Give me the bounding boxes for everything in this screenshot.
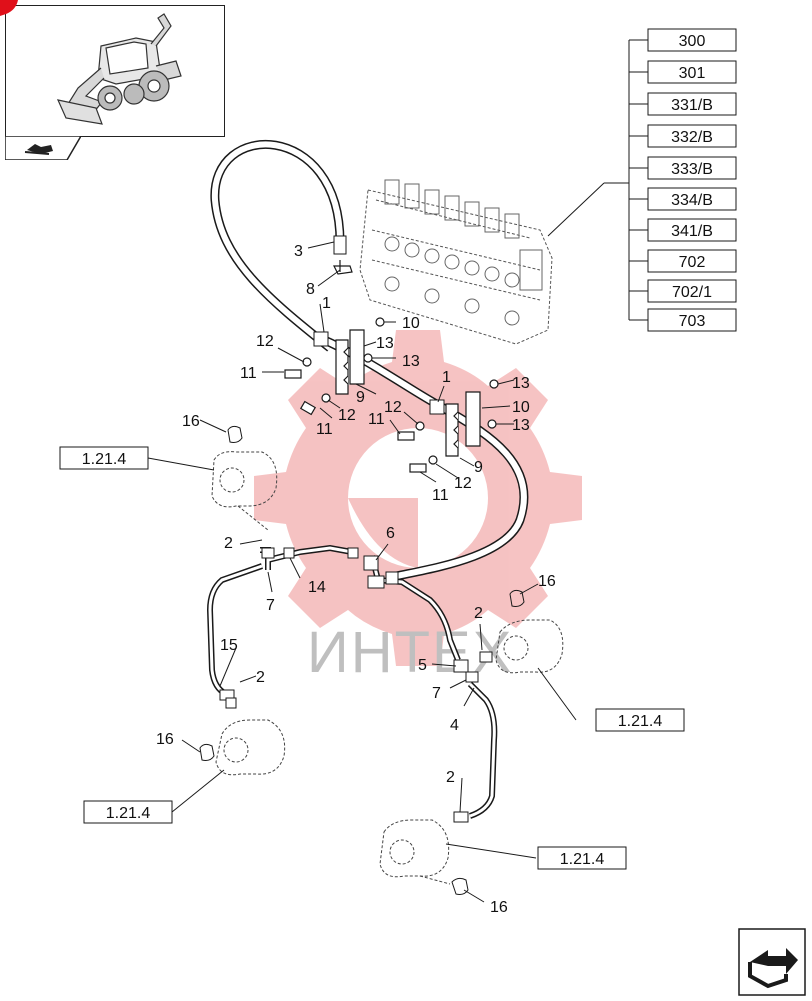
leader-lines <box>147 241 577 903</box>
control-valve-block <box>359 179 553 345</box>
callout-2: 2 <box>474 605 483 622</box>
ref-label: 333/B <box>671 161 713 178</box>
ref-box-334b[interactable]: 334/B <box>647 187 737 211</box>
callout-9: 9 <box>356 389 365 406</box>
cross-ref-label: 1.21.4 <box>106 805 151 822</box>
cylinder-right <box>495 589 564 674</box>
callout-10: 10 <box>402 315 420 332</box>
reference-boxes: 300 301 331/B 332/B 333/B 334/B 341/B 70… <box>647 28 737 332</box>
cross-ref-right[interactable]: 1.21.4 <box>595 708 685 732</box>
ref-box-333b[interactable]: 333/B <box>647 156 737 180</box>
callout-16: 16 <box>156 731 174 748</box>
callout-6: 6 <box>386 525 395 542</box>
hose-3 <box>210 140 353 352</box>
callout-2: 2 <box>446 769 455 786</box>
callouts: 1 1 2 2 2 2 3 4 5 6 7 7 8 9 9 10 10 11 1… <box>156 243 556 916</box>
callout-11: 11 <box>316 421 333 438</box>
ref-box-331b[interactable]: 331/B <box>647 92 737 116</box>
clamp-right <box>445 391 481 457</box>
callout-11: 11 <box>240 365 257 382</box>
callout-8: 8 <box>306 281 315 298</box>
callout-16: 16 <box>490 899 508 916</box>
view-arrow-icon <box>4 135 83 161</box>
cylinder-lower-left <box>199 719 286 776</box>
cross-ref-bottom[interactable]: 1.21.4 <box>537 846 627 870</box>
callout-5: 5 <box>418 657 427 674</box>
ref-label: 301 <box>679 65 706 82</box>
callout-10: 10 <box>512 399 530 416</box>
hose-main <box>313 331 529 583</box>
cross-ref-upper-left[interactable]: 1.21.4 <box>59 446 149 470</box>
ref-label: 341/B <box>671 223 713 240</box>
clamp-left <box>335 329 365 395</box>
callout-16: 16 <box>538 573 556 590</box>
ref-label: 332/B <box>671 129 713 146</box>
callout-3: 3 <box>294 243 303 260</box>
ref-box-301[interactable]: 301 <box>647 60 737 84</box>
cross-ref-label: 1.21.4 <box>560 851 605 868</box>
cross-ref-label: 1.21.4 <box>82 451 127 468</box>
callout-11: 11 <box>368 411 385 428</box>
next-page-icon <box>738 928 806 996</box>
callout-14: 14 <box>308 579 326 596</box>
view-tab[interactable] <box>4 135 83 161</box>
callout-12: 12 <box>384 399 402 416</box>
callout-7: 7 <box>432 685 441 702</box>
ref-label: 331/B <box>671 97 713 114</box>
ref-box-702[interactable]: 702 <box>647 249 737 273</box>
corner-mark <box>0 0 18 16</box>
callout-1: 1 <box>322 295 331 312</box>
backhoe-loader-thumbnail <box>56 13 182 125</box>
callout-7: 7 <box>266 597 275 614</box>
fasteners <box>284 317 499 473</box>
ref-label: 703 <box>679 313 706 330</box>
ref-label: 334/B <box>671 192 713 209</box>
callout-12: 12 <box>454 475 472 492</box>
machine-thumbnail <box>5 5 225 137</box>
callout-13: 13 <box>402 353 420 370</box>
next-page-button[interactable] <box>738 928 806 996</box>
callout-13: 13 <box>512 375 530 392</box>
cross-ref-label: 1.21.4 <box>618 713 663 730</box>
callout-2: 2 <box>256 669 265 686</box>
ref-box-300[interactable]: 300 <box>647 28 737 52</box>
ref-box-341b[interactable]: 341/B <box>647 218 737 242</box>
callout-1: 1 <box>442 369 451 386</box>
watermark-gear <box>254 330 582 666</box>
ref-label: 702 <box>679 254 706 271</box>
callout-16: 16 <box>182 413 200 430</box>
cross-ref-lower-left[interactable]: 1.21.4 <box>83 800 173 824</box>
cylinder-upper-left <box>211 425 278 531</box>
callout-13: 13 <box>512 417 530 434</box>
callout-12: 12 <box>338 407 356 424</box>
callout-11: 11 <box>432 487 449 504</box>
ref-box-702-1[interactable]: 702/1 <box>647 279 737 303</box>
ref-label: 702/1 <box>672 284 712 301</box>
pipe-right <box>453 651 498 823</box>
pipe-left <box>206 544 359 709</box>
ref-box-332b[interactable]: 332/B <box>647 124 737 148</box>
reference-list <box>547 39 648 321</box>
callout-4: 4 <box>450 717 459 734</box>
cylinder-bottom <box>379 819 469 895</box>
pipe-middle <box>363 555 461 662</box>
ref-box-703[interactable]: 703 <box>647 308 737 332</box>
callout-12: 12 <box>256 333 274 350</box>
callout-13: 13 <box>376 335 394 352</box>
ref-label: 300 <box>679 33 706 50</box>
callout-2: 2 <box>224 535 233 552</box>
callout-9: 9 <box>474 459 483 476</box>
callout-15: 15 <box>220 637 238 654</box>
